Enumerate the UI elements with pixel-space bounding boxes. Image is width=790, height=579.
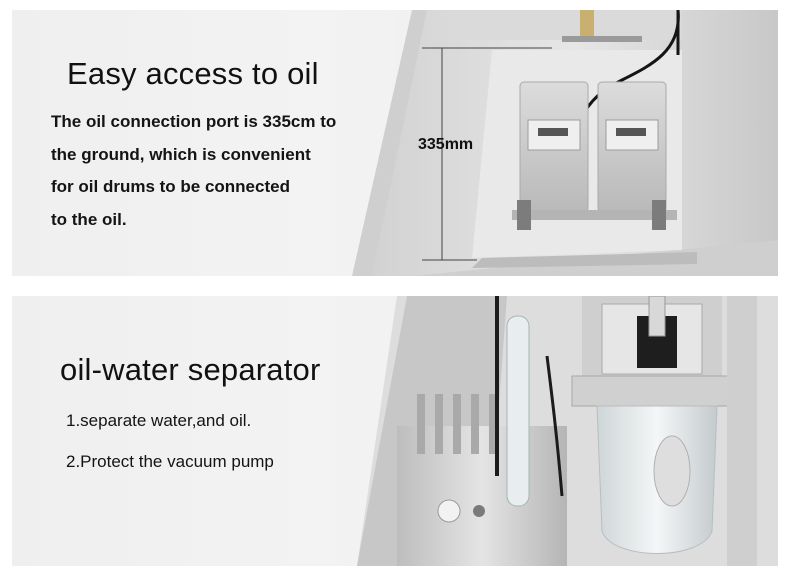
- section-title: oil-water separator: [60, 352, 321, 387]
- oil-access-panel: Easy access to oil The oil connection po…: [12, 10, 778, 276]
- feature-list-item: 1.separate water,and oil.: [66, 411, 252, 430]
- height-measurement-label: 335mm: [418, 136, 474, 153]
- separator-panel: oil-water separator 1.separate water,and…: [12, 296, 778, 566]
- description-line: The oil connection port is 335cm to: [51, 112, 337, 131]
- description-line: for oil drums to be connected: [51, 177, 290, 196]
- section-title: Easy access to oil: [67, 56, 319, 91]
- description-line: to the oil.: [51, 209, 127, 229]
- oil-water-separator-photo: [357, 296, 778, 566]
- feature-list-item: 2.Protect the vacuum pump: [66, 452, 274, 471]
- description-line: the ground, which is convenient: [51, 144, 311, 164]
- oil-port-description: The oil connection port is 335cm to the …: [51, 106, 336, 236]
- oil-port-machine-photo: [352, 10, 778, 276]
